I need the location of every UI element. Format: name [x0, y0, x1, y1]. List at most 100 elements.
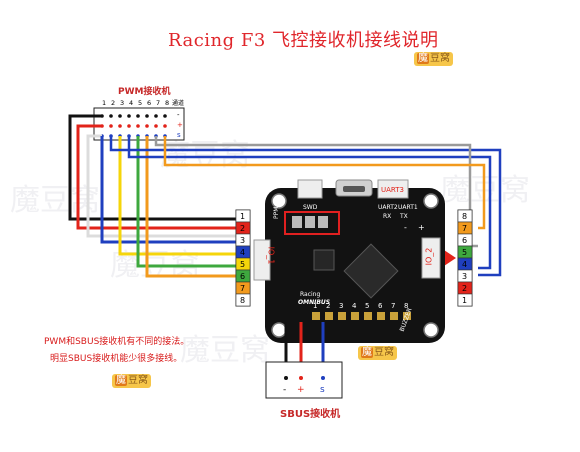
board-label-rx: RX: [383, 213, 391, 220]
pwm-pin: [109, 114, 113, 118]
board-pad-number: 6: [378, 302, 383, 310]
logo-badge: 魔豆窝: [358, 346, 397, 360]
sbus-pin-dot: [299, 376, 303, 380]
io1-pin-number: 5: [240, 260, 245, 269]
io1-board-header: [253, 239, 271, 281]
pwm-channel-number: 3: [120, 99, 124, 107]
watermark-text: 魔豆窝: [160, 138, 250, 173]
sbus-receiver-title: SBUS接收机: [280, 409, 341, 420]
pwm-pin: [145, 114, 149, 118]
wire-orange: [145, 136, 236, 278]
mcu-chip: [343, 243, 399, 299]
io1-pin-number: 7: [240, 284, 245, 293]
io2-pin-number: 1: [462, 296, 467, 305]
board-label-uart3: UART3: [381, 186, 404, 194]
sbus-sign-minus: -: [283, 385, 286, 395]
logo-mark: 魔: [417, 53, 429, 64]
pwm-sign-labels: - + s: [177, 111, 183, 139]
board-pad: [390, 312, 398, 320]
pwm-pin: [136, 124, 140, 128]
io1-pin-number: 4: [240, 248, 245, 257]
ppm-sbus-highlight: [284, 211, 340, 235]
wire-white: [86, 134, 236, 238]
pwm-channel-number: 2: [111, 99, 115, 107]
pwm-pin: [109, 124, 113, 128]
board-pad-number: 7: [391, 302, 395, 310]
pwm-channel-number: 7: [156, 99, 160, 107]
board-label-racing: Racing: [300, 291, 320, 298]
pwm-pin: [118, 114, 122, 118]
io2-label: IO_2: [424, 247, 434, 266]
pwm-sign-minus: -: [177, 111, 180, 119]
board-pad: [325, 312, 333, 320]
pwm-receiver: 1 2 3 4 5 6 7 8 通道 - + s: [93, 99, 185, 141]
board-pad: [377, 312, 385, 320]
pwm-channel-number: 1: [102, 99, 106, 107]
board-pad-number: 8: [404, 302, 408, 310]
logo-text: 豆窝: [430, 53, 450, 64]
wire-blue-right-outer: [109, 136, 502, 277]
watermark-text: 魔豆窝: [180, 333, 270, 368]
io2-board-header: [421, 237, 441, 279]
board-label-ppm: PPM: [273, 207, 280, 219]
sbus-pin-dot: [321, 376, 325, 380]
board-label-tx: TX: [399, 213, 408, 220]
logo-text: 豆窝: [374, 347, 394, 358]
pwm-wires: [68, 114, 502, 278]
logo-mark: 魔: [115, 375, 127, 386]
pwm-pin: [163, 124, 167, 128]
mount-hole: [423, 193, 439, 209]
pwm-pin: [127, 124, 131, 128]
io2-pin-number: 3: [462, 272, 467, 281]
pwm-pin: [154, 124, 158, 128]
usb-port-slot: [343, 186, 365, 192]
logo-badge: 魔豆窝: [414, 52, 453, 66]
wire-yellow: [118, 136, 236, 256]
sbus-sign-signal: s: [320, 385, 325, 395]
board-pad-number: 2: [326, 302, 330, 310]
sbus-receiver: - + s: [265, 322, 343, 399]
swd-connector: [297, 179, 323, 199]
board-pad-number: 4: [352, 302, 357, 310]
logo-mark: 魔: [361, 347, 373, 358]
io2-pin-number: 4: [462, 260, 467, 269]
board-pad: [351, 312, 359, 320]
board-pad-number: 3: [339, 302, 343, 310]
pwm-channel-number: 4: [129, 99, 133, 107]
mount-hole: [271, 193, 287, 209]
board-sign-minus: -: [404, 223, 407, 232]
pwm-channel-number: 5: [138, 99, 142, 107]
io2-pin-number: 8: [462, 212, 467, 221]
board-pad: [338, 312, 346, 320]
io2-cell: [457, 293, 473, 307]
gyro-chip: [313, 249, 335, 271]
ppm-pin: [318, 216, 328, 228]
io1-pin-number: 8: [240, 296, 245, 305]
pwm-channel-number: 6: [147, 99, 151, 107]
mount-hole: [271, 322, 287, 338]
wire-grey-right: [154, 136, 478, 248]
io1-pin-number: 3: [240, 236, 245, 245]
wire-black: [68, 114, 236, 221]
wire-blue-ch1: [100, 136, 236, 244]
board-pad-number: 5: [365, 302, 369, 310]
pwm-pin: [136, 114, 140, 118]
io2-pin-number: 5: [462, 248, 467, 257]
board-label-brand: OMNIBUS: [298, 299, 330, 306]
sbus-pin-dot: [284, 376, 288, 380]
pwm-pin: [127, 114, 131, 118]
mount-hole: [423, 322, 439, 338]
pwm-pin: [145, 124, 149, 128]
pwm-channel-number: 8: [165, 99, 169, 107]
pwm-sign-signal: s: [177, 131, 181, 139]
board-pad-number: 1: [313, 302, 317, 310]
io2-pin-number: 6: [462, 236, 467, 245]
io1-pin-number: 6: [240, 272, 245, 281]
pwm-pin: [118, 124, 122, 128]
board-pad: [364, 312, 372, 320]
